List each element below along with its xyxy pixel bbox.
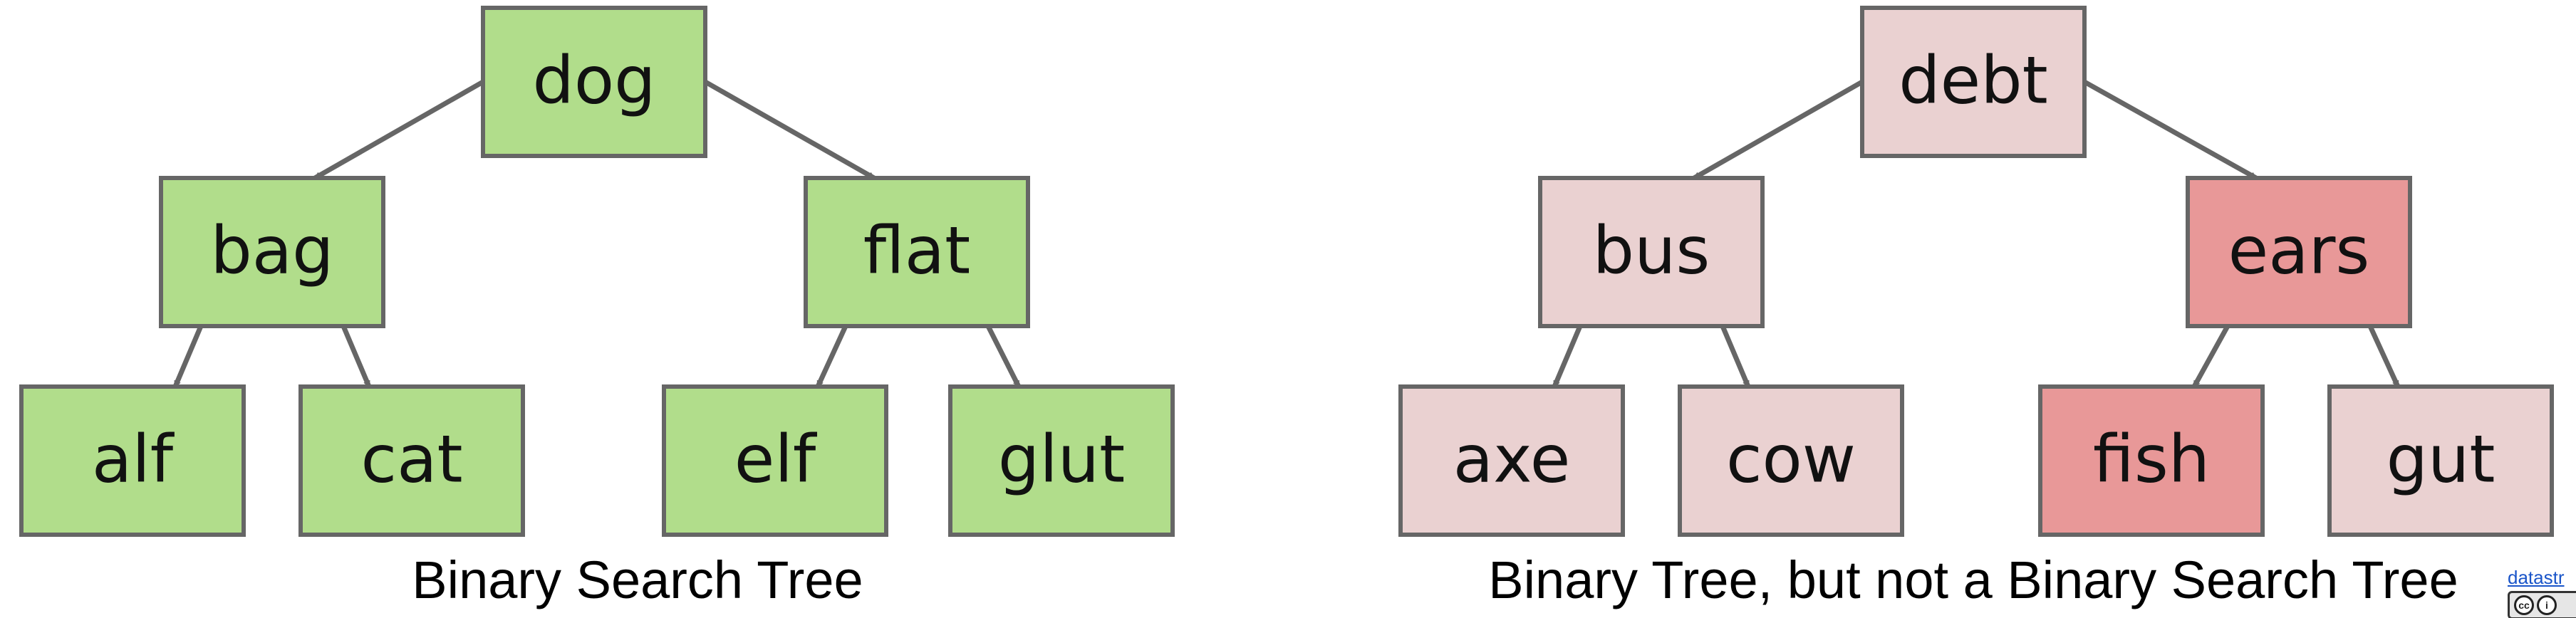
edge-ears-to-fish: [2191, 325, 2230, 388]
node-label-bus: bus: [1593, 212, 1710, 288]
edge-dog-to-flat: [704, 79, 876, 181]
node-label-fish: fish: [2093, 421, 2210, 497]
node-dog: dog: [481, 6, 707, 158]
node-box-ears: [2186, 176, 2412, 328]
edge-bus-to-axe: [1552, 325, 1583, 388]
node-label-elf: elf: [734, 421, 818, 497]
node-box-bag: [159, 176, 385, 328]
node-box-glut: [948, 384, 1175, 537]
node-label-debt: debt: [1899, 42, 2047, 118]
edge-dog-to-bag: [313, 79, 484, 181]
edge-bag-to-alf: [172, 325, 204, 388]
node-alf: alf: [19, 384, 246, 537]
node-axe: axe: [1398, 384, 1625, 537]
node-bus: bus: [1538, 176, 1765, 328]
edge-flat-to-glut: [985, 325, 1022, 388]
creative-commons-icon: cc i: [2508, 591, 2576, 618]
node-bag: bag: [159, 176, 385, 328]
cc-circle-icon: cc: [2514, 595, 2534, 615]
node-ears: ears: [2186, 176, 2412, 328]
cc-by-icon: i: [2537, 595, 2557, 615]
node-label-axe: axe: [1453, 421, 1571, 497]
edge-bus-to-cow: [1720, 325, 1751, 388]
edge-flat-to-elf: [815, 325, 848, 388]
node-box-cat: [298, 384, 525, 537]
node-gut: gut: [2327, 384, 2554, 537]
node-box-debt: [1860, 6, 2087, 158]
non-bst-caption: Binary Tree, but not a Binary Search Tre…: [1488, 550, 2458, 609]
node-label-ears: ears: [2228, 212, 2370, 288]
edge-debt-to-bus: [1693, 79, 1864, 181]
node-label-cow: cow: [1726, 421, 1856, 497]
node-box-elf: [662, 384, 888, 537]
node-flat: flat: [804, 176, 1030, 328]
bst-caption: Binary Search Tree: [412, 550, 863, 609]
credit-link[interactable]: datastr: [2508, 567, 2565, 588]
node-debt: debt: [1860, 6, 2087, 158]
node-fish: fish: [2038, 384, 2265, 537]
node-cat: cat: [298, 384, 525, 537]
node-label-gut: gut: [2387, 421, 2496, 497]
node-label-glut: glut: [998, 421, 1125, 497]
node-box-dog: [481, 6, 707, 158]
node-label-dog: dog: [532, 42, 655, 118]
node-label-alf: alf: [92, 421, 175, 497]
edge-ears-to-gut: [2367, 325, 2401, 388]
node-box-alf: [19, 384, 246, 537]
node-elf: elf: [662, 384, 888, 537]
node-box-gut: [2327, 384, 2554, 537]
node-box-fish: [2038, 384, 2265, 537]
node-label-cat: cat: [360, 421, 462, 497]
node-glut: glut: [948, 384, 1175, 537]
node-box-cow: [1678, 384, 1904, 537]
node-label-flat: flat: [863, 212, 970, 288]
node-box-flat: [804, 176, 1030, 328]
node-box-bus: [1538, 176, 1765, 328]
node-box-axe: [1398, 384, 1625, 537]
credit: datastr cc i: [2508, 567, 2576, 618]
node-cow: cow: [1678, 384, 1904, 537]
edge-debt-to-ears: [2083, 79, 2258, 181]
edge-bag-to-cat: [341, 325, 372, 388]
node-label-bag: bag: [210, 212, 333, 288]
